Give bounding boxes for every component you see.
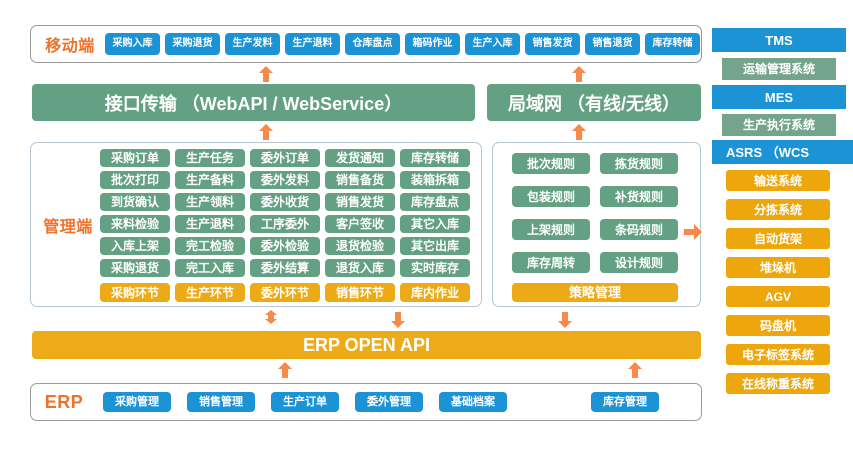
erp-row-label: ERP xyxy=(44,391,84,412)
arrow-up-erp-left xyxy=(277,362,293,378)
mgmt-c3-item-0[interactable]: 发货通知 xyxy=(325,149,395,167)
arrow-up-lan xyxy=(571,66,587,82)
mgmt-c2-item-2[interactable]: 委外收货 xyxy=(250,193,320,211)
mgmt-c0-item-5[interactable]: 采购退货 xyxy=(100,259,170,277)
mgmt-c3-item-5[interactable]: 退货入库 xyxy=(325,259,395,277)
mgmt-c0-item-0[interactable]: 采购订单 xyxy=(100,149,170,167)
mobile-item-3[interactable]: 生产退料 xyxy=(285,33,340,55)
mgmt-c1-item-5[interactable]: 完工入库 xyxy=(175,259,245,277)
mgmt-c4-item-5[interactable]: 实时库存 xyxy=(400,259,470,277)
sidebar-asrs-item-1[interactable]: 分拣系统 xyxy=(726,199,830,220)
sidebar-asrs-item-4[interactable]: AGV xyxy=(726,286,830,307)
strategy-footer[interactable]: 策略管理 xyxy=(512,283,678,302)
mgmt-c4-item-2[interactable]: 库存盘点 xyxy=(400,193,470,211)
arrow-up-management-left xyxy=(258,124,274,140)
mobile-row-label: 移动端 xyxy=(45,38,95,55)
mgmt-c4-footer[interactable]: 库内作业 xyxy=(400,283,470,302)
mobile-item-6[interactable]: 生产入库 xyxy=(465,33,520,55)
strategy-c1-item-0[interactable]: 拣货规则 xyxy=(600,153,678,174)
interface-transport-banner: 接口传输 （WebAPI / WebService） xyxy=(32,84,475,121)
mgmt-c3-item-3[interactable]: 客户签收 xyxy=(325,215,395,233)
mgmt-c1-footer[interactable]: 生产环节 xyxy=(175,283,245,302)
strategy-c0-item-2[interactable]: 上架规则 xyxy=(512,219,590,240)
erp-open-api-banner: ERP OPEN API xyxy=(32,331,701,359)
strategy-c0-item-3[interactable]: 库存周转 xyxy=(512,252,590,273)
mgmt-c3-footer[interactable]: 销售环节 xyxy=(325,283,395,302)
mgmt-c3-item-1[interactable]: 销售备货 xyxy=(325,171,395,189)
sidebar-header-mes[interactable]: MES xyxy=(712,85,846,109)
mgmt-c1-item-4[interactable]: 完工检验 xyxy=(175,237,245,255)
erp-item-3[interactable]: 委外管理 xyxy=(355,392,423,412)
mgmt-c0-item-3[interactable]: 来料检验 xyxy=(100,215,170,233)
mobile-item-4[interactable]: 仓库盘点 xyxy=(345,33,400,55)
sidebar-header-tms[interactable]: TMS xyxy=(712,28,846,52)
mgmt-c4-item-4[interactable]: 其它出库 xyxy=(400,237,470,255)
mgmt-c2-item-1[interactable]: 委外发料 xyxy=(250,171,320,189)
strategy-c1-item-2[interactable]: 条码规则 xyxy=(600,219,678,240)
mgmt-c0-footer[interactable]: 采购环节 xyxy=(100,283,170,302)
mgmt-c3-item-4[interactable]: 退货检验 xyxy=(325,237,395,255)
mobile-item-9[interactable]: 库存转储 xyxy=(645,33,700,55)
sidebar-asrs-item-7[interactable]: 在线称重系统 xyxy=(726,373,830,394)
strategy-c1-item-3[interactable]: 设计规则 xyxy=(600,252,678,273)
mgmt-c2-item-0[interactable]: 委外订单 xyxy=(250,149,320,167)
mgmt-c1-item-3[interactable]: 生产退料 xyxy=(175,215,245,233)
arrow-up-erp-right xyxy=(627,362,643,378)
lan-banner: 局域网 （有线/无线） xyxy=(487,84,701,121)
arrow-updown-openapi-left xyxy=(263,310,279,332)
management-panel-label: 管理端 xyxy=(43,218,93,236)
sidebar-asrs-item-6[interactable]: 电子标签系统 xyxy=(726,344,830,365)
sidebar-sub-mes[interactable]: 生产执行系统 xyxy=(722,114,836,136)
mgmt-c2-item-3[interactable]: 工序委外 xyxy=(250,215,320,233)
erp-item-4[interactable]: 基础档案 xyxy=(439,392,507,412)
erp-item-inventory[interactable]: 库存管理 xyxy=(591,392,659,412)
erp-item-2[interactable]: 生产订单 xyxy=(271,392,339,412)
arrow-right-to-sidebar xyxy=(684,224,702,240)
erp-item-0[interactable]: 采购管理 xyxy=(103,392,171,412)
erp-item-1[interactable]: 销售管理 xyxy=(187,392,255,412)
arrow-up-interface xyxy=(258,66,274,82)
mobile-item-5[interactable]: 箱码作业 xyxy=(405,33,460,55)
mgmt-c4-item-3[interactable]: 其它入库 xyxy=(400,215,470,233)
mgmt-c4-item-1[interactable]: 装箱拆箱 xyxy=(400,171,470,189)
sidebar-asrs-item-5[interactable]: 码盘机 xyxy=(726,315,830,336)
mgmt-c2-item-5[interactable]: 委外结算 xyxy=(250,259,320,277)
arrow-down-openapi-mid xyxy=(390,312,406,328)
mgmt-c3-item-2[interactable]: 销售发货 xyxy=(325,193,395,211)
arrow-up-management-right xyxy=(571,124,587,140)
sidebar-asrs-item-3[interactable]: 堆垛机 xyxy=(726,257,830,278)
mgmt-c0-item-2[interactable]: 到货确认 xyxy=(100,193,170,211)
sidebar-asrs-item-0[interactable]: 输送系统 xyxy=(726,170,830,191)
strategy-c0-item-0[interactable]: 批次规则 xyxy=(512,153,590,174)
mgmt-c1-item-1[interactable]: 生产备料 xyxy=(175,171,245,189)
mgmt-c4-item-0[interactable]: 库存转储 xyxy=(400,149,470,167)
mgmt-c0-item-4[interactable]: 入库上架 xyxy=(100,237,170,255)
sidebar-sub-tms[interactable]: 运输管理系统 xyxy=(722,58,836,80)
mobile-item-8[interactable]: 销售退货 xyxy=(585,33,640,55)
mgmt-c2-item-4[interactable]: 委外检验 xyxy=(250,237,320,255)
mgmt-c0-item-1[interactable]: 批次打印 xyxy=(100,171,170,189)
mgmt-c1-item-0[interactable]: 生产任务 xyxy=(175,149,245,167)
mobile-item-1[interactable]: 采购退货 xyxy=(165,33,220,55)
arrow-down-openapi-right xyxy=(557,312,573,328)
mobile-item-7[interactable]: 销售发货 xyxy=(525,33,580,55)
mgmt-c1-item-2[interactable]: 生产领料 xyxy=(175,193,245,211)
sidebar-header-asrs[interactable]: ASRS （WCS xyxy=(712,140,853,164)
mobile-item-0[interactable]: 采购入库 xyxy=(105,33,160,55)
strategy-c1-item-1[interactable]: 补货规则 xyxy=(600,186,678,207)
strategy-c0-item-1[interactable]: 包装规则 xyxy=(512,186,590,207)
mobile-item-2[interactable]: 生产发料 xyxy=(225,33,280,55)
mgmt-c2-footer[interactable]: 委外环节 xyxy=(250,283,320,302)
sidebar-asrs-item-2[interactable]: 自动货架 xyxy=(726,228,830,249)
